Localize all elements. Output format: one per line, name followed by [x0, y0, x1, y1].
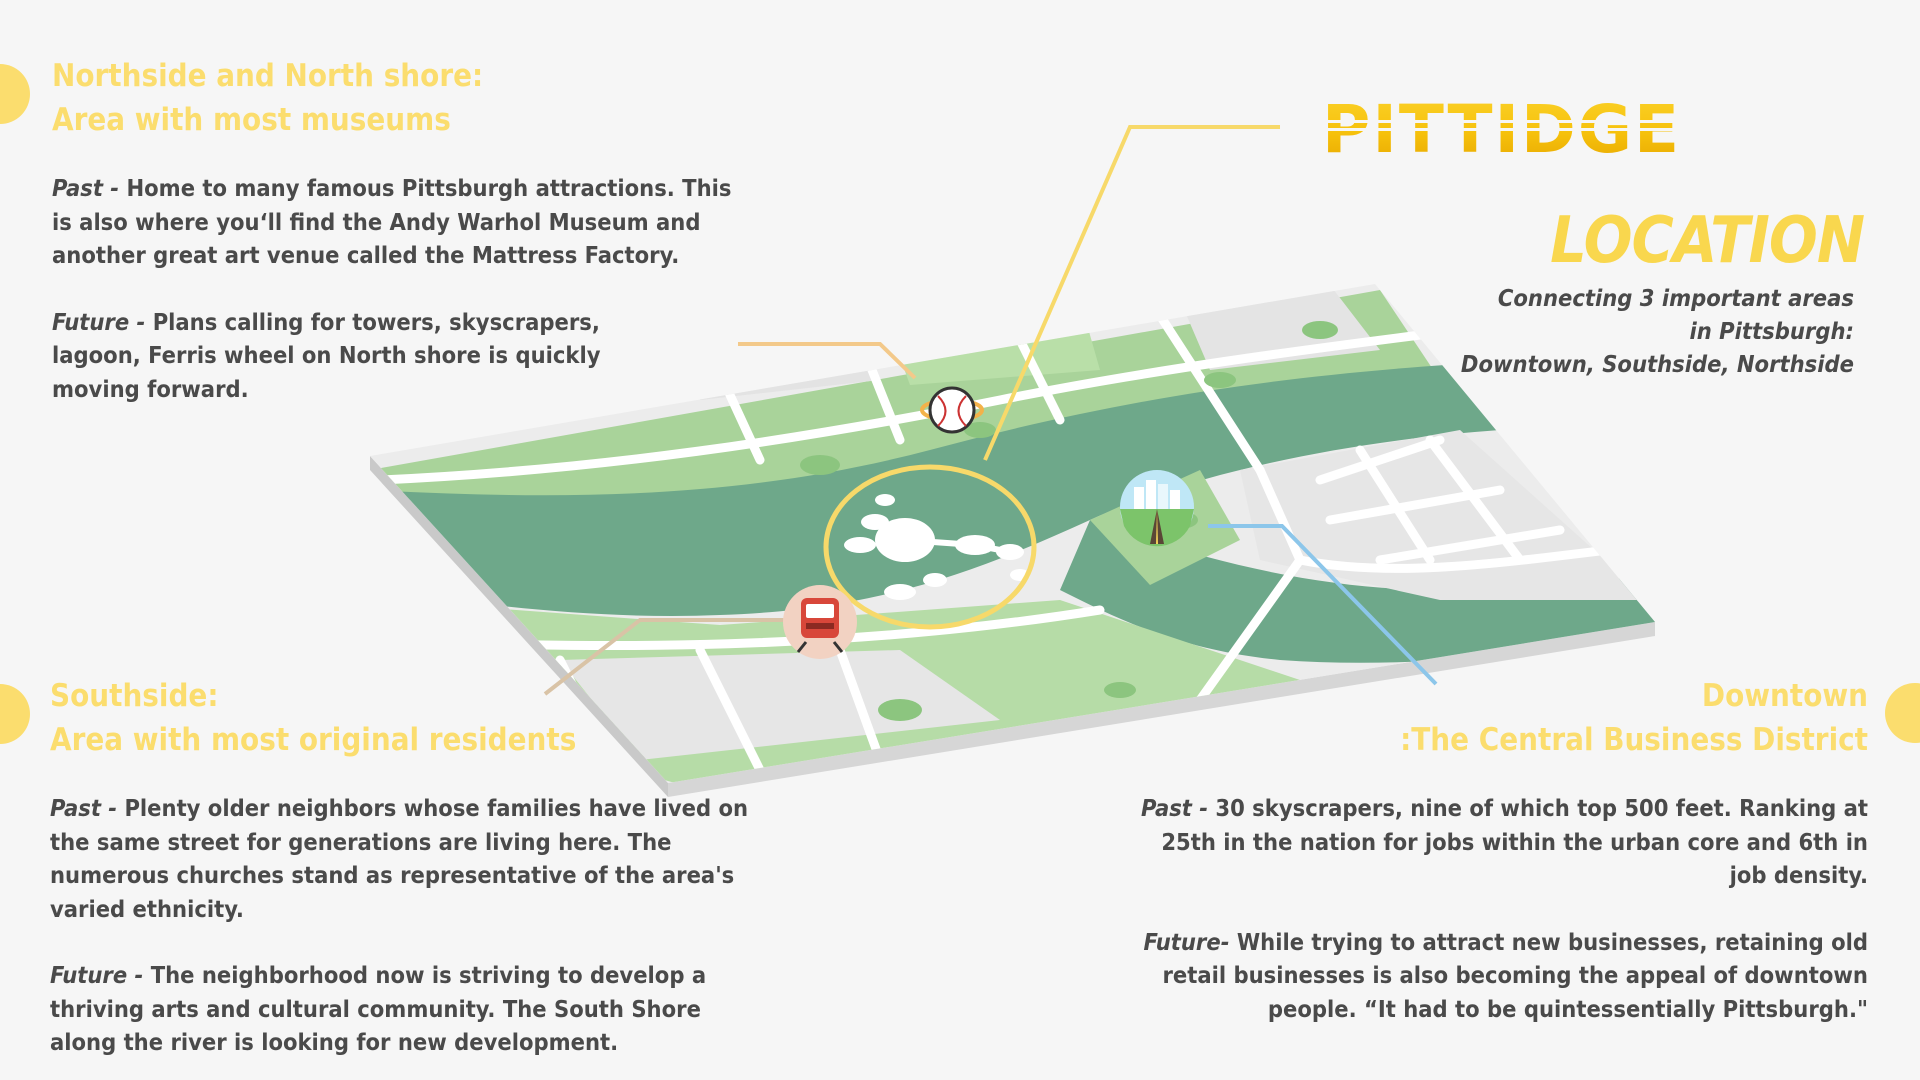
southside-heading-line-1: Southside:: [50, 678, 219, 714]
northside-future-text: Plans calling for towers, skyscrapers, l…: [52, 307, 601, 403]
downtown-heading-line-2: :The Central Business District: [1400, 722, 1868, 758]
south-city-blocks: [560, 650, 1000, 760]
location-title: LOCATION: [1550, 204, 1865, 278]
downtown-heading-line-1: Downtown: [1701, 678, 1868, 714]
southside-past-label: Past -: [50, 794, 125, 822]
southside-future-text: The neighborhood now is striving to deve…: [50, 961, 707, 1056]
north-park-area: [370, 290, 1440, 505]
downtown-section: Downtown :The Central Business District …: [1128, 674, 1868, 1026]
train-icon: [783, 585, 857, 659]
pittidge-logo: PITTIDGE: [1322, 91, 1694, 168]
northside-callout-line: [738, 342, 917, 380]
northside-past: Past - Home to many famous Pittsburgh at…: [52, 172, 732, 273]
map-slab-side-left: [370, 456, 668, 797]
location-subtitle-line-1: Connecting 3 important areas: [1497, 284, 1854, 312]
downtown-past-text: 30 skyscrapers, nine of which top 500 fe…: [1161, 794, 1868, 889]
northside-heading-line-2: Area with most museums: [52, 102, 451, 138]
downtown-future-label: Future-: [1143, 927, 1237, 956]
southside-past: Past - Plenty older neighbors whose fami…: [50, 792, 770, 926]
southside-past-text: Plenty older neighbors whose families ha…: [50, 794, 749, 923]
northside-heading-line-1: Northside and North shore:: [52, 58, 484, 94]
downtown-future: Future- While trying to attract new busi…: [1128, 926, 1868, 1027]
northside-future: Future - Plans calling for towers, skysc…: [52, 306, 692, 407]
location-subtitle: Connecting 3 important areas in Pittsbur…: [1434, 282, 1854, 381]
downtown-past-label: Past -: [1140, 794, 1216, 822]
downtown-future-text: While trying to attract new businesses, …: [1162, 927, 1868, 1023]
downtown-callout-line: [1208, 524, 1438, 686]
location-subtitle-line-2: in Pittsburgh:: [1689, 317, 1854, 345]
north-city-blocks-2: [890, 300, 1100, 385]
northside-past-text: Home to many famous Pittsburgh attractio…: [52, 174, 732, 269]
map-slab-side-front: [668, 622, 1655, 797]
southside-callout-line: [543, 618, 788, 696]
city-road-icon: [1120, 470, 1194, 547]
confluence-island: [844, 494, 1030, 600]
southside-heading-line-2: Area with most original residents: [50, 722, 577, 758]
tree-clusters: [800, 321, 1338, 721]
river-east-branch: [1060, 520, 1655, 663]
baseball-icon: [920, 386, 984, 434]
river: [370, 365, 1500, 616]
southside-future: Future - The neighborhood now is strivin…: [50, 959, 770, 1060]
location-subtitle-line-3: Downtown, Southside, Northside: [1460, 350, 1854, 378]
northside-past-label: Past -: [52, 174, 127, 202]
bridge-callout-line: [983, 125, 1280, 461]
bridge-highlight-ring: [823, 464, 1037, 630]
downtown-past: Past - 30 skyscrapers, nine of which top…: [1128, 792, 1868, 893]
southside-future-label: Future -: [50, 961, 151, 989]
southside-section: Southside: Area with most original resid…: [50, 674, 770, 1060]
northside-section: Northside and North shore: Area with mos…: [52, 54, 732, 406]
northside-future-label: Future -: [52, 307, 153, 336]
